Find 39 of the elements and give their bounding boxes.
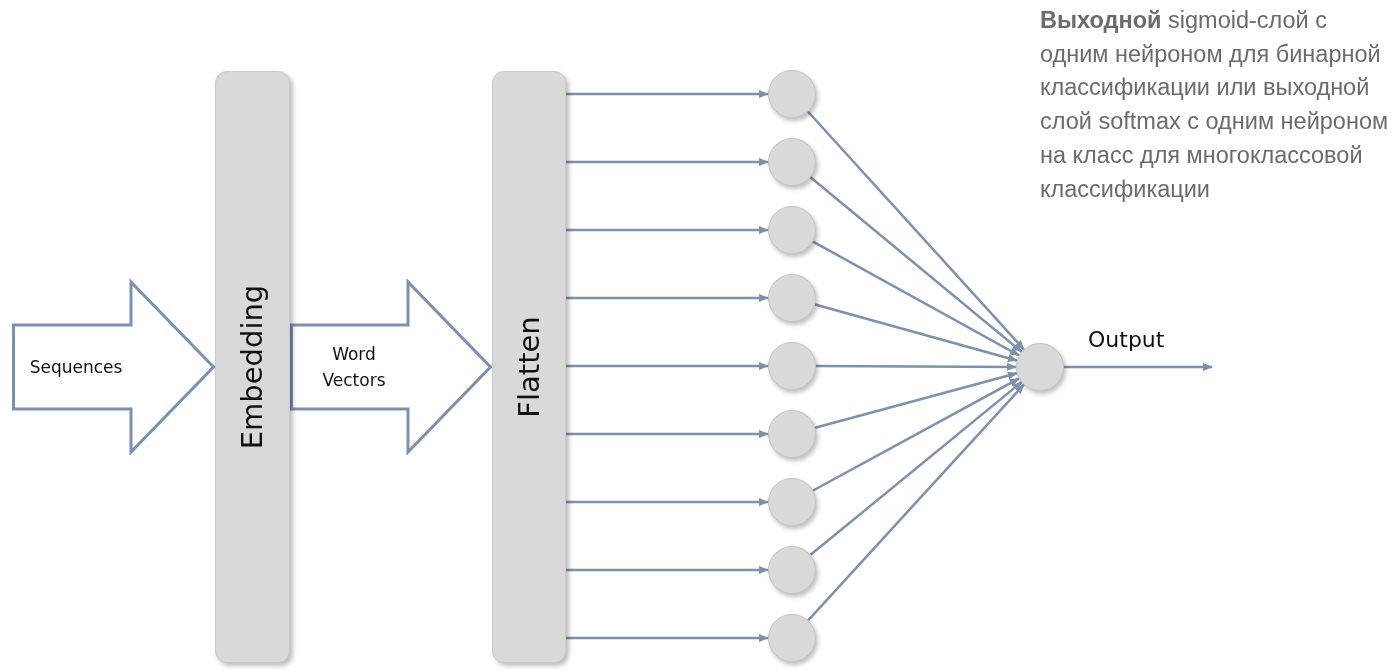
edge-label: Word Vectors bbox=[321, 342, 387, 392]
arrow bbox=[814, 303, 1018, 362]
layer-label: Flatten bbox=[512, 316, 546, 418]
neuron-circle bbox=[768, 206, 816, 254]
neuron-circle bbox=[768, 546, 816, 594]
arrow bbox=[809, 176, 1023, 353]
neuron-circle bbox=[768, 70, 816, 118]
block-arrow bbox=[12, 278, 216, 456]
arrow bbox=[807, 110, 1025, 351]
arrow bbox=[566, 158, 769, 166]
layer-bar bbox=[215, 71, 290, 663]
edge-label: Sequences bbox=[28, 355, 124, 379]
neuron-circle bbox=[768, 342, 816, 390]
arrow bbox=[566, 362, 769, 370]
arrow bbox=[812, 240, 1020, 357]
arrow bbox=[566, 566, 769, 574]
neuron-circle bbox=[768, 614, 816, 662]
arrow bbox=[814, 371, 1018, 429]
arrow bbox=[812, 377, 1020, 492]
note-text: Выходной sigmoid-слой с одним нейроном для бинарной классификации или выходной слой softmax с одним нейроном на класс для многоклассовой классификации bbox=[1040, 6, 1390, 204]
neuron-circle bbox=[768, 410, 816, 458]
neuron-circle bbox=[768, 274, 816, 322]
neuron-circle bbox=[768, 138, 816, 186]
arrow bbox=[1064, 363, 1213, 371]
layer-label: Embedding bbox=[235, 284, 270, 450]
edge-label: Output bbox=[1088, 327, 1165, 352]
layer-bar bbox=[492, 71, 566, 663]
arrow bbox=[566, 294, 769, 302]
arrow bbox=[566, 90, 769, 98]
arrow bbox=[566, 634, 769, 642]
arrow bbox=[816, 362, 1017, 371]
neuron-circle bbox=[768, 478, 816, 526]
neuron-circle bbox=[1016, 343, 1064, 391]
arrow bbox=[566, 226, 769, 234]
arrow bbox=[809, 381, 1023, 556]
arrow bbox=[566, 430, 769, 438]
arrow bbox=[566, 498, 769, 506]
arrow bbox=[807, 383, 1025, 622]
block-arrow bbox=[290, 278, 493, 456]
